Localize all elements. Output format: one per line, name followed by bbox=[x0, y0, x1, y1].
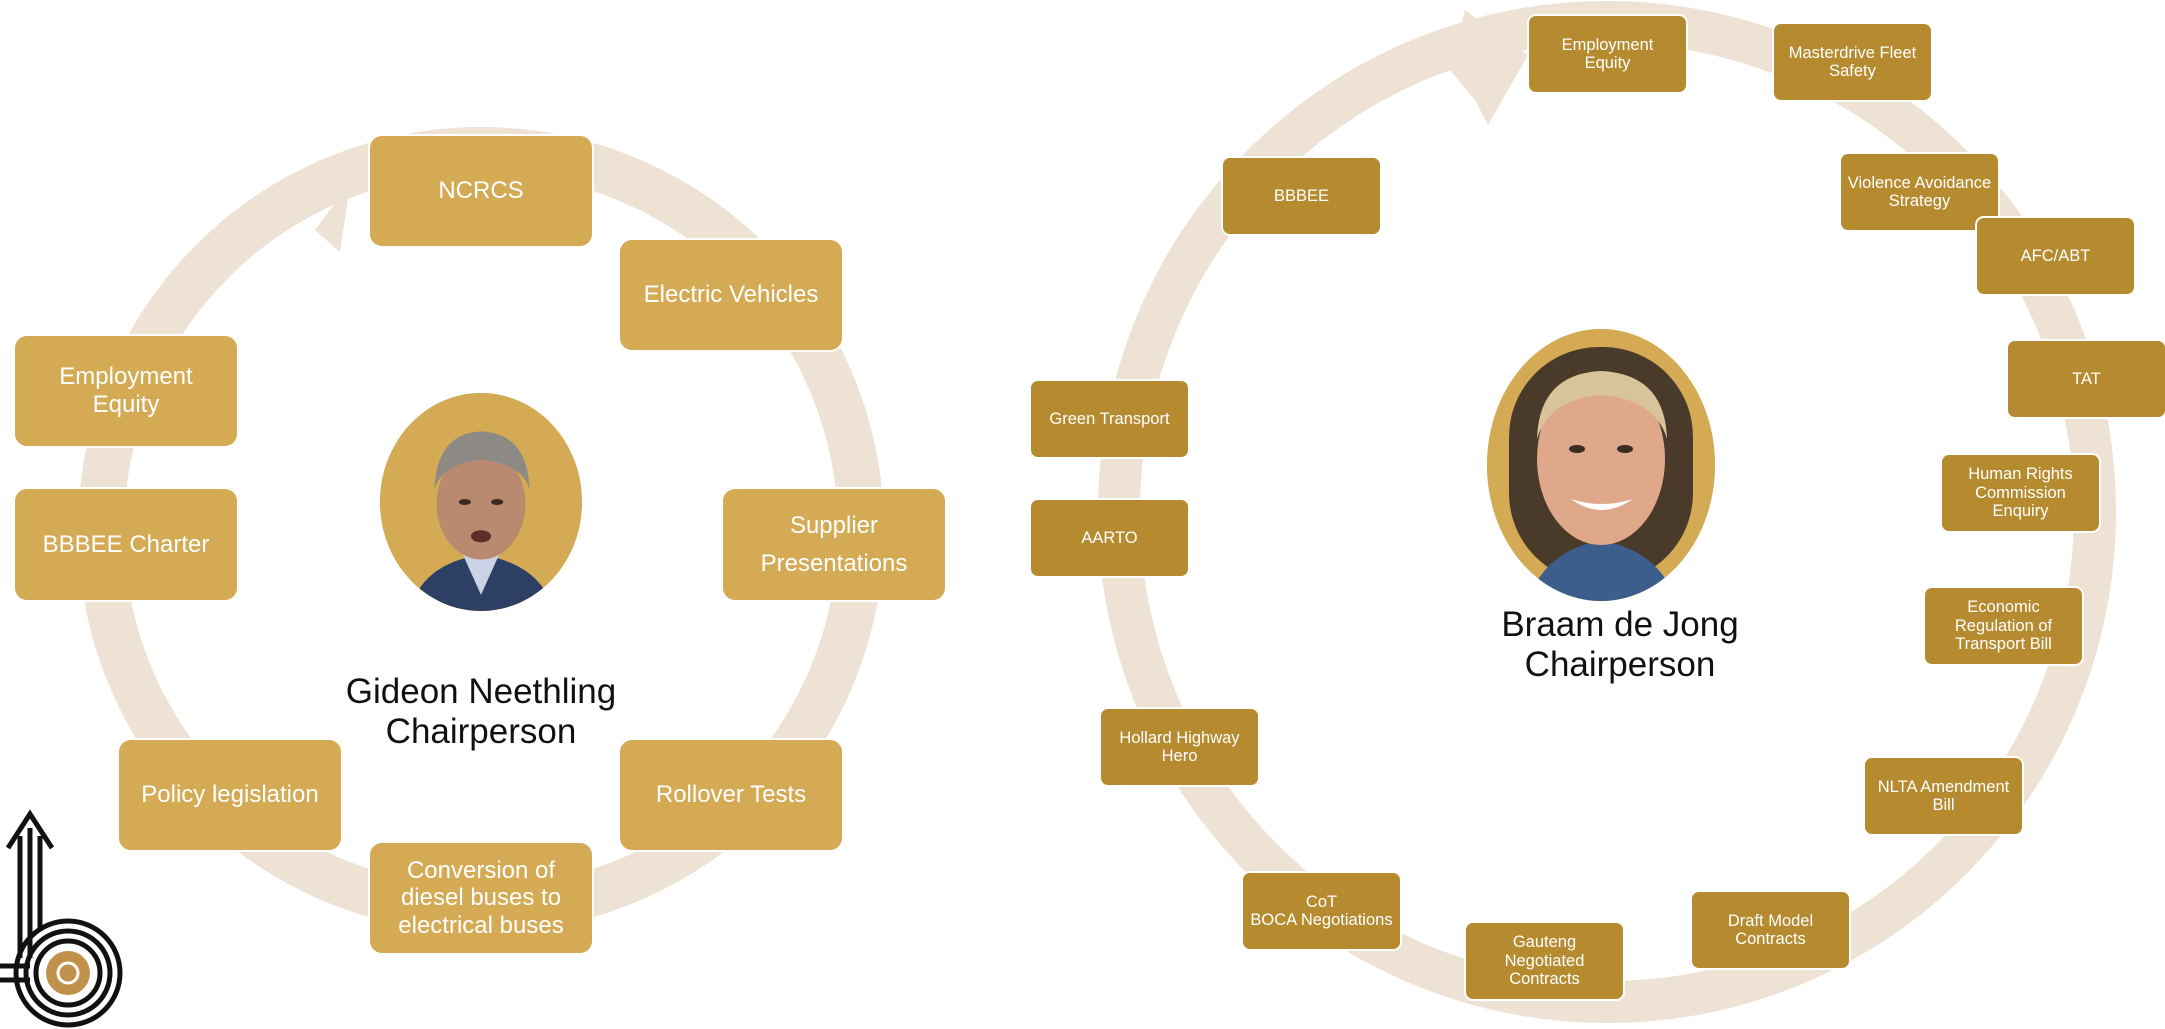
right-item-hollard-highway-hero: Hollard Highway Hero bbox=[1099, 707, 1260, 787]
right-item-economic-regulation: Economic Regulation of Transport Bill bbox=[1923, 586, 2084, 666]
left-item-electric-vehicles: Electric Vehicles bbox=[618, 238, 844, 352]
right-item-afc-abt: AFC/ABT bbox=[1975, 216, 2136, 296]
left-item-conversion-buses: Conversion of diesel buses to electrical… bbox=[368, 841, 594, 955]
left-item-ncrcs: NCRCS bbox=[368, 134, 594, 248]
left-cycle-arrow-icon bbox=[310, 165, 350, 252]
braam-de-jong-name: Braam de Jong Chairperson bbox=[1440, 605, 1800, 686]
braam-de-jong-photo bbox=[1487, 329, 1715, 601]
right-item-draft-model-contracts: Draft Model Contracts bbox=[1690, 890, 1851, 970]
left-person-name: Gideon Neethling bbox=[345, 672, 617, 711]
right-item-aarto: AARTO bbox=[1029, 498, 1190, 578]
left-item-employment-equity: Employment Equity bbox=[13, 334, 239, 448]
right-cycle-arrow-icon bbox=[1450, 10, 1528, 125]
gideon-neethling-photo bbox=[380, 393, 582, 611]
right-item-human-rights: Human Rights Commission Enquiry bbox=[1940, 453, 2101, 533]
right-item-violence-avoidance: Violence Avoidance Strategy bbox=[1839, 152, 2000, 232]
bus-logo-icon bbox=[0, 809, 123, 1028]
right-item-green-transport: Green Transport bbox=[1029, 379, 1190, 459]
left-item-rollover-tests: Rollover Tests bbox=[618, 738, 844, 852]
left-item-bbbee-charter: BBBEE Charter bbox=[13, 487, 239, 602]
right-item-cot-boca: CoT BOCA Negotiations bbox=[1241, 871, 1402, 951]
right-item-bbbee: BBBEE bbox=[1221, 156, 1382, 236]
right-person-name: Braam de Jong bbox=[1501, 605, 1739, 644]
gideon-neethling-name: Gideon Neethling Chairperson bbox=[300, 672, 662, 753]
left-item-supplier-presentations: Supplier Presentations bbox=[721, 487, 947, 602]
right-item-nlta-amendment: NLTA Amendment Bill bbox=[1863, 756, 2024, 836]
left-person-title: Chairperson bbox=[385, 712, 577, 752]
right-person-title: Chairperson bbox=[1524, 645, 1716, 685]
right-item-gauteng-contracts: Gauteng Negotiated Contracts bbox=[1464, 921, 1625, 1001]
right-item-masterdrive: Masterdrive Fleet Safety bbox=[1772, 22, 1933, 102]
right-item-tat: TAT bbox=[2006, 339, 2165, 419]
left-item-policy-legislation: Policy legislation bbox=[117, 738, 343, 852]
right-item-employment-equity: Employment Equity bbox=[1527, 14, 1688, 94]
